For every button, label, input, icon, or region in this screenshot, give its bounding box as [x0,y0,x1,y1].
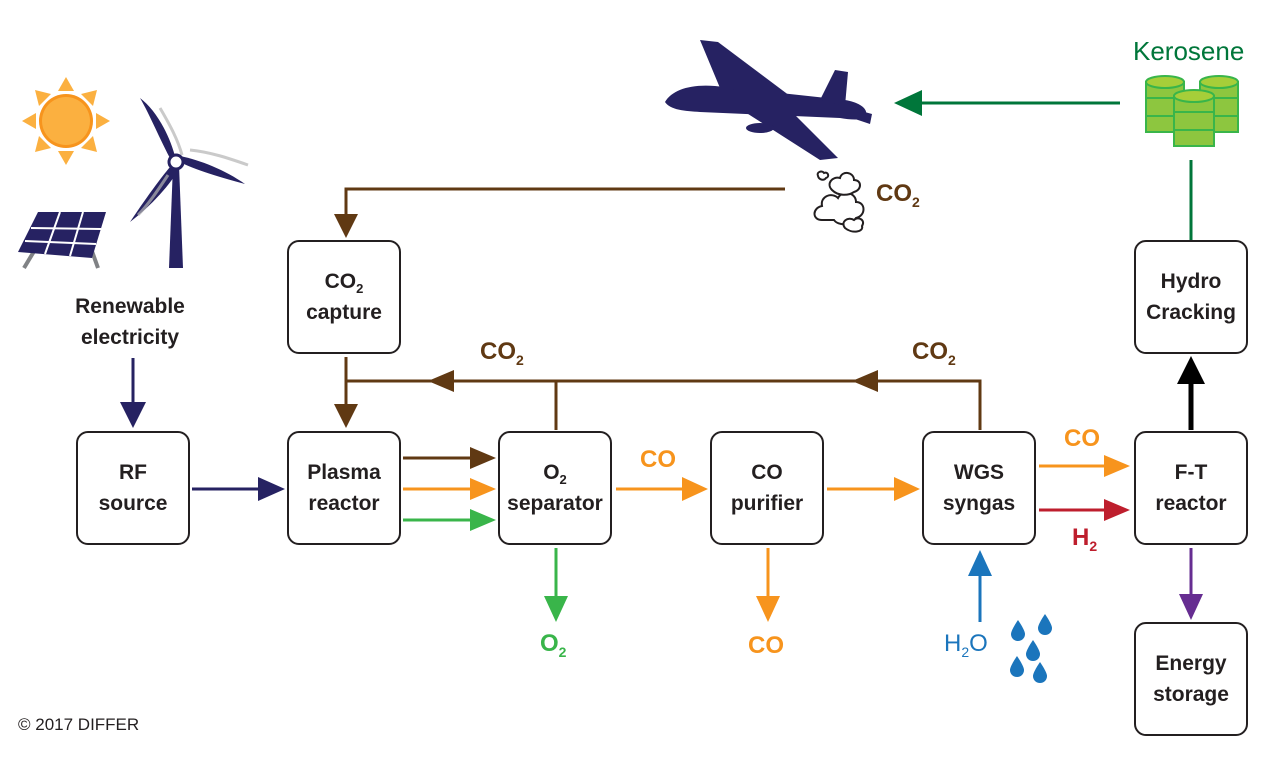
airplane-co2-sub: 2 [912,194,920,210]
co2-capture-line1-main: CO [324,270,357,293]
plasma-reactor-line2: reactor [308,492,380,515]
copyright-text: © 2017 DIFFER [18,715,140,734]
co2-capture-line1: CO2 [325,266,364,297]
arrow-renewable-to-rf [120,358,146,428]
arrow-wgs-to-ft-co [1039,455,1130,477]
arrow-airplane-co2-to-capture [334,187,785,238]
o2-separator-box: O2 separator [498,431,612,545]
o2-output-label: O2 [540,630,567,660]
renewable-line2: electricity [80,326,180,349]
recycle-co2-label-right: CO2 [912,338,956,368]
recycle-co2-label-left: CO2 [480,338,524,368]
arrow-ft-to-storage [1179,548,1203,620]
arrow-plasma-to-separator-co2 [403,447,496,469]
purifier-co-output-label: CO [748,632,784,659]
co-purifier-line1: CO [751,461,783,484]
recycle-co2-right-sub: 2 [948,352,956,368]
energy-storage-line2: storage [1153,683,1229,706]
co2-capture-box: CO2 capture [287,240,401,354]
recycle-co2-right-main: CO [912,338,948,365]
arrow-plasma-to-separator-o2 [403,509,496,531]
ft-reactor-box: F-T reactor [1134,431,1248,545]
o2-separator-line1-sub: 2 [559,472,567,487]
hydro-cracking-line1: Hydro [1160,270,1222,293]
airplane-co2-label: CO2 [876,180,920,210]
rf-source-line2: source [98,492,168,515]
sun-icon [22,77,110,165]
arrow-purifier-to-co [756,548,780,622]
h2-main: H [1072,524,1090,551]
h2-label: H2 [1072,524,1098,554]
arrow-separator-to-o2 [544,548,568,622]
hydro-cracking-line2: Cracking [1146,301,1236,324]
co2-capture-line2: capture [306,301,382,324]
ft-co-label: CO [1064,425,1100,452]
arrow-rf-to-plasma [192,477,285,501]
h2-sub: 2 [1089,538,1098,554]
separator-co-label: CO [640,446,676,473]
o2-output-sub: 2 [558,644,567,660]
o2-output-main: O [540,630,559,657]
arrow-co2-recycle [346,370,982,430]
co-purifier-box: CO purifier [710,431,824,545]
hydro-cracking-box: Hydro Cracking [1134,240,1248,354]
water-drops-icon [1010,614,1052,683]
plasma-reactor-box: Plasma reactor [287,431,401,545]
recycle-co2-left-sub: 2 [516,352,524,368]
rf-source-box: RF source [76,431,190,545]
arrow-kerosene-to-airplane [894,90,1120,116]
arrow-purifier-to-wgs [827,477,920,501]
wgs-syngas-line2: syngas [942,492,1016,515]
o2-separator-line1: O2 [543,457,567,488]
rf-source-line1: RF [119,461,147,484]
h2o-sub: 2 [961,644,970,660]
recycle-co2-left-main: CO [480,338,516,365]
h2o-main: H [944,630,962,657]
wgs-syngas-box: WGS syngas [922,431,1036,545]
arrow-h2o-to-wgs [968,550,992,622]
wgs-syngas-line1: WGS [953,461,1005,484]
airplane-icon [665,40,872,160]
wind-turbine-icon [130,98,249,268]
h2o-label: H2O [944,630,988,660]
airplane-co2-main: CO [876,180,912,207]
arrow-capture-to-plasma [334,357,358,428]
fuel-barrels-icon [1145,75,1239,147]
o2-separator-line2: separator [507,492,603,515]
arrow-wgs-to-ft-h2 [1039,499,1130,521]
solar-panel-icon [18,211,106,270]
h2o-end: O [969,630,988,657]
ft-reactor-line2: reactor [1155,492,1227,515]
energy-storage-box: Energy storage [1134,622,1248,736]
plasma-reactor-line1: Plasma [307,461,381,484]
kerosene-label: Kerosene [1133,36,1245,66]
ft-reactor-line1: F-T [1174,461,1208,484]
arrow-plasma-to-separator-co [403,478,496,500]
co-purifier-line2: purifier [730,492,804,515]
arrow-ft-to-cracking [1177,356,1205,430]
renewable-line1: Renewable [75,295,185,318]
o2-separator-line1-main: O [543,461,560,484]
renewable-electricity-label: Renewable electricity [40,291,220,353]
arrow-separator-to-purifier [616,477,708,501]
energy-storage-line1: Energy [1155,652,1227,675]
exhaust-cloud-icon [813,170,865,233]
co2-capture-line1-sub: 2 [356,281,364,296]
